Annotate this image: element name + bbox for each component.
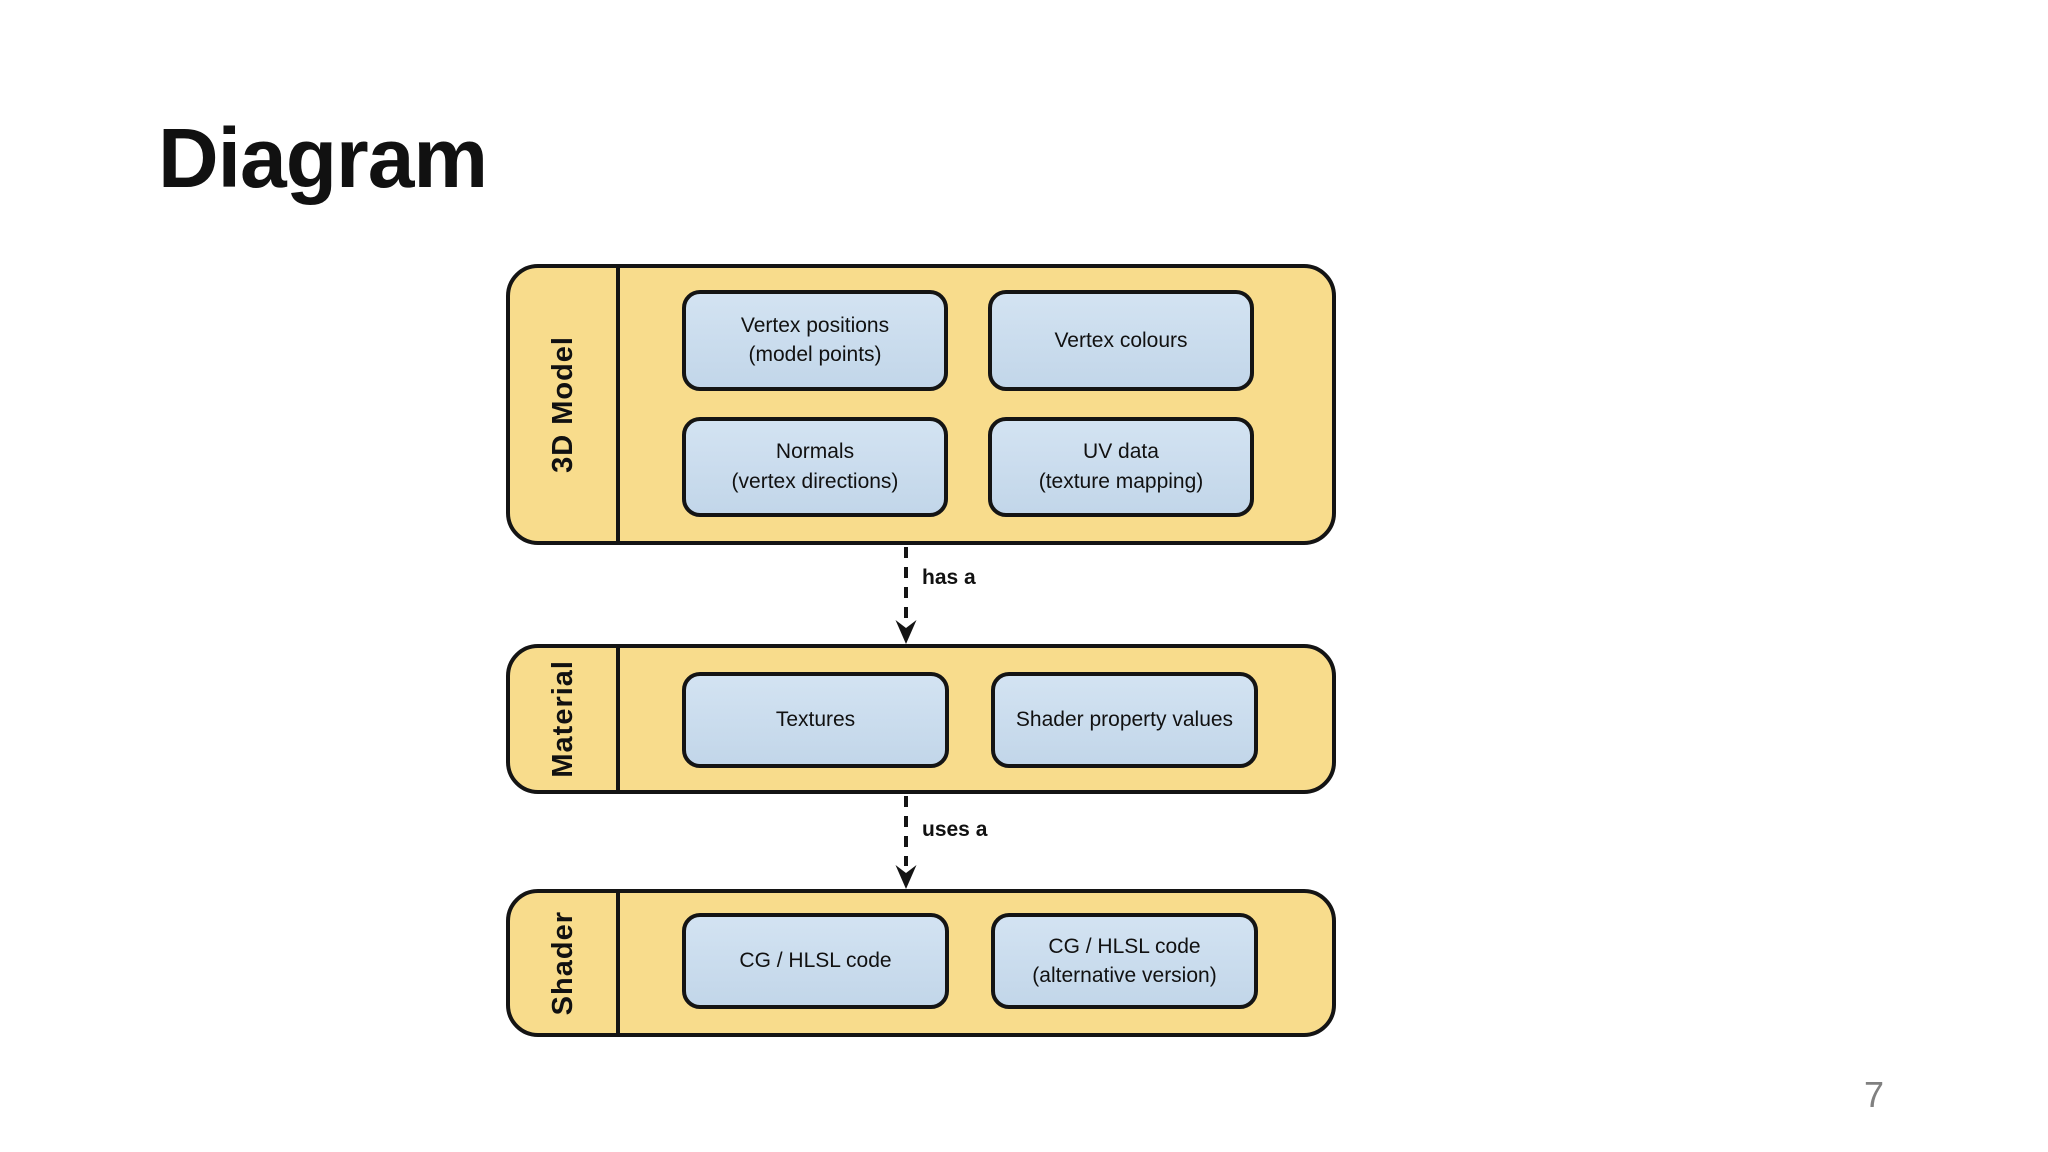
node-label-line: (model points) [748, 343, 882, 367]
node-label-line: Textures [775, 708, 856, 732]
band-material: Material Textures Shader property values [506, 644, 1336, 794]
arrow-label-uses-a: uses a [922, 818, 988, 841]
band-shader-label-strip: Shader [510, 893, 620, 1033]
band-shader: Shader CG / HLSL code CG / HLSL code (al… [506, 889, 1336, 1037]
node-textures: Textures [682, 672, 949, 768]
node-label-line: Vertex positions [740, 313, 890, 337]
arrowhead-down-icon [895, 865, 917, 889]
band-material-label-strip: Material [510, 648, 620, 790]
page-number: 7 [1864, 1074, 1885, 1115]
node-label-line: (texture mapping) [1038, 469, 1204, 493]
arrowhead-down-icon [895, 620, 917, 644]
band-shader-label: Shader [546, 910, 579, 1016]
node-shader-property-values: Shader property values [991, 672, 1258, 768]
node-normals: Normals (vertex directions) [682, 416, 948, 517]
band-3d-model-content: Vertex positions (model points) Vertex c… [620, 268, 1332, 541]
node-label-line: Normals [775, 440, 855, 464]
arrow-label-has-a: has a [922, 566, 976, 589]
node-label-line: (vertex directions) [731, 469, 899, 493]
page-title: Diagram [158, 111, 488, 205]
node-vertex-colours: Vertex colours [988, 290, 1254, 391]
dashed-arrow-uses-a [895, 796, 917, 889]
band-3d-model: 3D Model Vertex positions (model points)… [506, 264, 1336, 545]
node-label-line: (alternative version) [1032, 964, 1217, 987]
node-label-line: Shader property values [1015, 708, 1234, 732]
band-material-content: Textures Shader property values [620, 648, 1332, 790]
dashed-arrow-has-a [895, 547, 917, 644]
node-label-line: Vertex colours [1054, 328, 1188, 352]
node-cg-hlsl-code-alt: CG / HLSL code (alternative version) [991, 913, 1258, 1009]
band-3d-model-label: 3D Model [546, 336, 579, 473]
band-shader-content: CG / HLSL code CG / HLSL code (alternati… [620, 893, 1332, 1033]
band-material-label: Material [546, 660, 579, 778]
node-label-line: CG / HLSL code [739, 949, 892, 973]
node-label-line: UV data [1083, 440, 1159, 464]
node-label-line: CG / HLSL code [1048, 934, 1201, 958]
node-vertex-positions: Vertex positions (model points) [682, 290, 948, 391]
node-uv-data: UV data (texture mapping) [988, 416, 1254, 517]
node-cg-hlsl-code: CG / HLSL code [682, 913, 949, 1009]
band-3d-model-label-strip: 3D Model [510, 268, 620, 541]
